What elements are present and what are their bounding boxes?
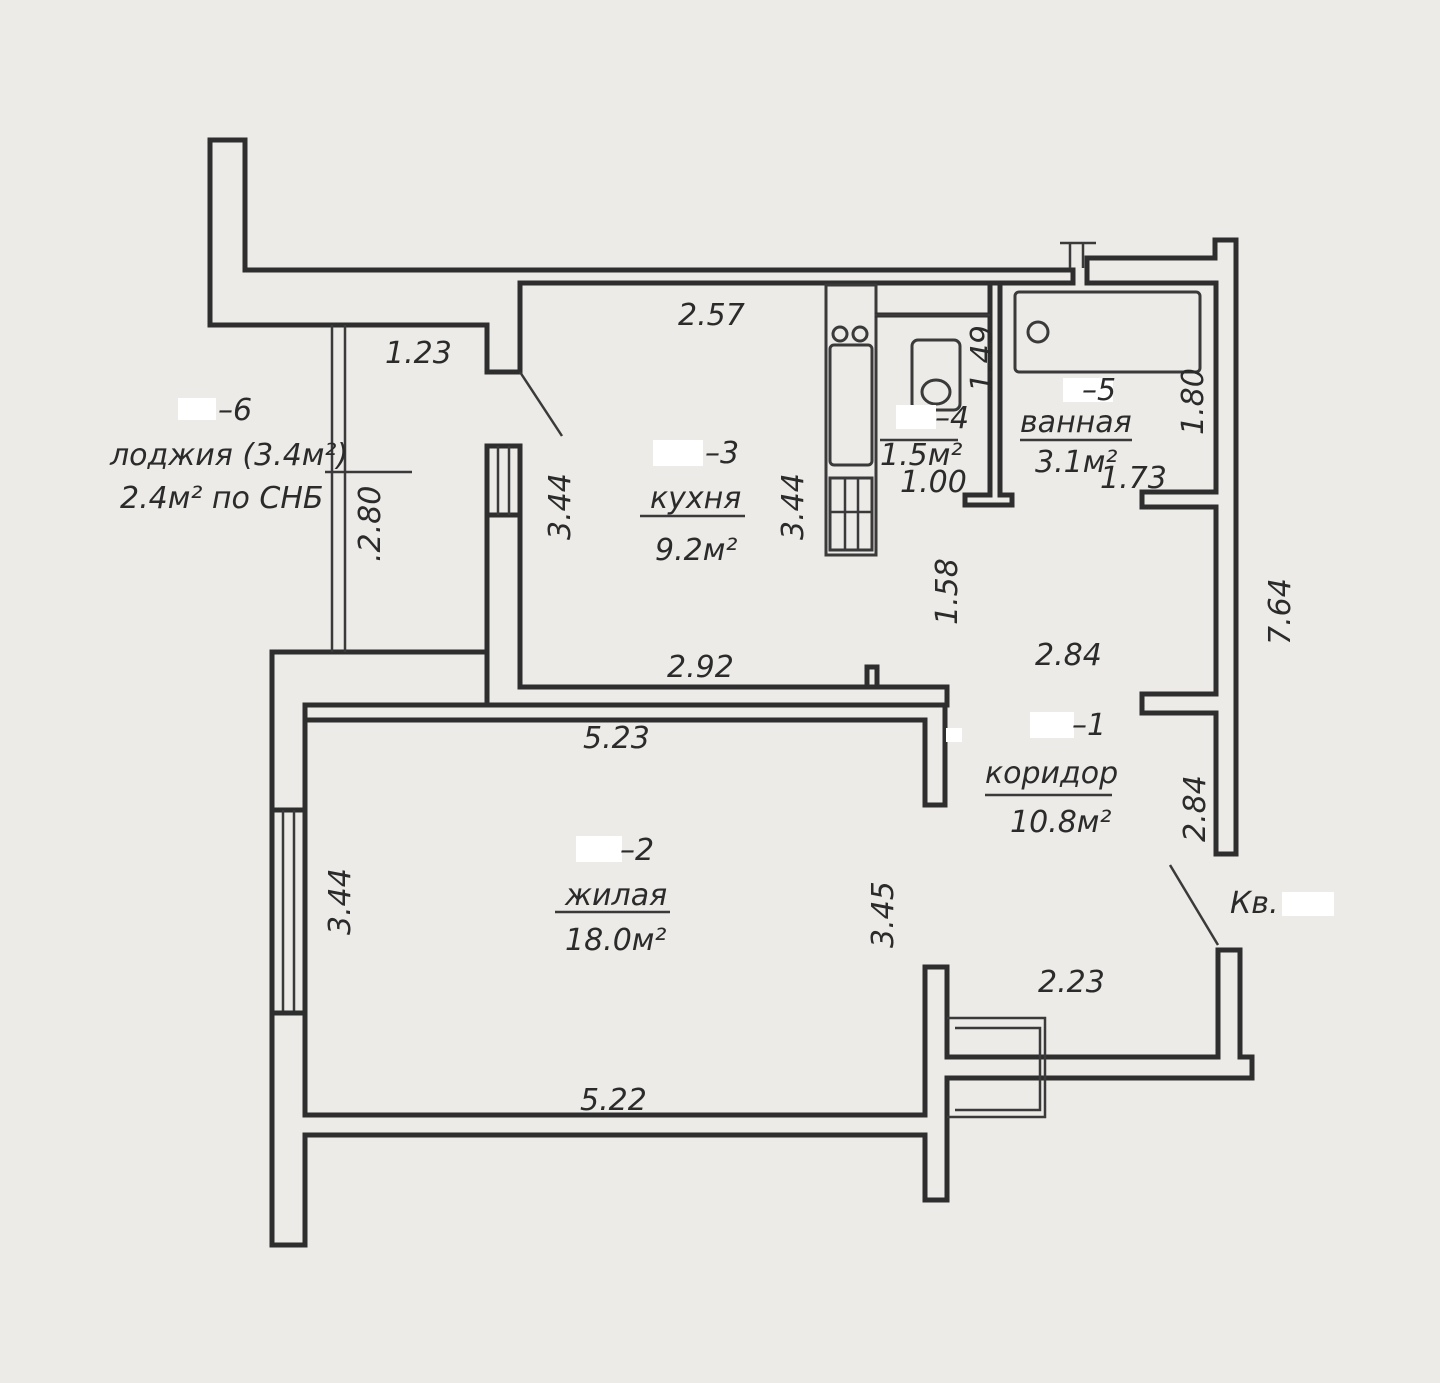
sink-icon	[828, 343, 874, 467]
dim-1-23: 1.23	[385, 336, 452, 371]
dim-1-80: 1.80	[1176, 368, 1211, 435]
wall-living-left	[269, 649, 490, 813]
loggia-name: лоджия (3.4м²)	[109, 438, 348, 473]
wc-area: 1.5м²	[880, 438, 962, 473]
living-number: –2	[620, 833, 654, 868]
corridor-number: –1	[1072, 708, 1106, 743]
dim-2-80: .2.80	[353, 486, 388, 562]
wall-loggia-top	[207, 137, 1076, 375]
kitchen-number: –3	[705, 436, 739, 471]
dim-1-73: 1.73	[1100, 461, 1167, 496]
living-name: жилая	[564, 878, 667, 913]
dim-3-44-kitchen-left: 3.44	[543, 473, 578, 540]
walls	[207, 137, 1255, 1248]
dimension-labels: 2.57 1.23 2.92 1.00 1.73 2.84 5.23 2.23 …	[323, 298, 1298, 1118]
wall-living-bottom	[269, 947, 1255, 1248]
dim-5-23: 5.23	[583, 721, 650, 756]
apartment-label: Кв.	[1230, 886, 1279, 921]
bath-number: –5	[1082, 373, 1116, 408]
dim-3-44-kitchen-right: 3.44	[776, 473, 811, 540]
kitchen-area: 9.2м²	[655, 533, 737, 568]
entrance-frame	[947, 1016, 1047, 1119]
dim-2-57: 2.57	[678, 298, 745, 333]
dim-1-49: 1.49	[965, 325, 1000, 392]
window-kitchen	[484, 443, 523, 518]
wall-top-right	[1084, 237, 1239, 857]
kitchen-name: кухня	[650, 481, 741, 516]
wall-stub	[864, 664, 880, 690]
wall-vent-mark	[1060, 241, 1096, 268]
loggia-area: 2.4м² по СНБ	[120, 481, 324, 516]
kitchen-fixtures	[824, 280, 1202, 557]
window-living	[269, 807, 308, 1016]
toilet-icon	[910, 338, 962, 412]
living-area: 18.0м²	[565, 923, 666, 958]
dim-3-44-living: 3.44	[323, 868, 358, 935]
sink-drain-icon	[831, 325, 849, 343]
dim-1-00: 1.00	[900, 465, 967, 500]
kitchen-counter	[824, 283, 878, 557]
bath-area: 3.1м²	[1035, 445, 1117, 480]
dim-2-84-side: 2.84	[1178, 775, 1213, 842]
bath-name: ванная	[1020, 405, 1132, 440]
dim-5-22: 5.22	[580, 1083, 647, 1118]
wall-living-top	[302, 702, 948, 808]
corridor-area: 10.8м²	[1010, 805, 1111, 840]
door-swing-entrance	[1168, 864, 1220, 946]
corridor-name: коридор	[985, 756, 1118, 791]
bathtub-icon	[1013, 290, 1202, 374]
dim-3-45: 3.45	[866, 881, 901, 948]
dim-2-84-corridor: 2.84	[1035, 638, 1102, 673]
loggia-partition	[330, 325, 347, 652]
dim-7-64: 7.64	[1263, 578, 1298, 645]
dim-1-58: 1.58	[930, 558, 965, 625]
door-swing-kitchen	[518, 371, 564, 437]
dim-2-92: 2.92	[667, 650, 734, 685]
dim-2-23: 2.23	[1038, 965, 1105, 1000]
loggia-number: –6	[218, 393, 252, 428]
room-labels: –6 лоджия (3.4м²) 2.4м² по СНБ –3 кухня …	[109, 373, 1334, 958]
stove-icon	[828, 476, 874, 552]
wc-number: –4	[935, 401, 969, 436]
